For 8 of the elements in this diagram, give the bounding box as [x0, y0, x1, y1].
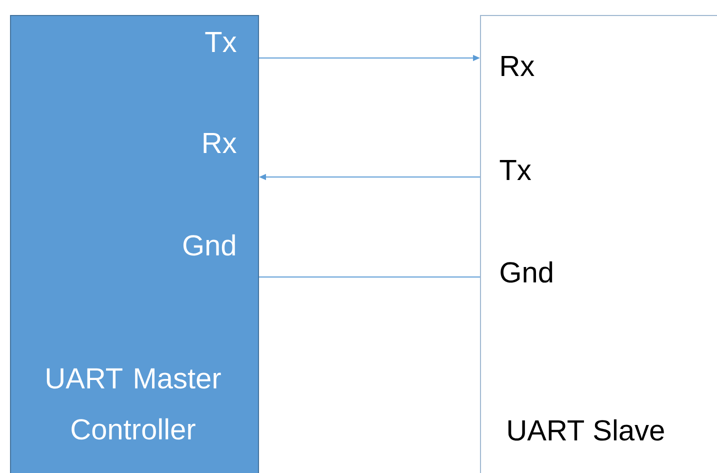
pin-label: Gnd — [500, 261, 552, 283]
pin-label: Rx — [502, 56, 534, 76]
pin-label: Tx — [500, 160, 532, 180]
pin-label: Tx — [205, 32, 236, 52]
pin-label: Rx — [204, 133, 236, 153]
block-title: UART Master Controller — [46, 368, 221, 440]
block-title: UART Slave — [508, 419, 664, 441]
pin-label: Gnd — [183, 234, 235, 256]
